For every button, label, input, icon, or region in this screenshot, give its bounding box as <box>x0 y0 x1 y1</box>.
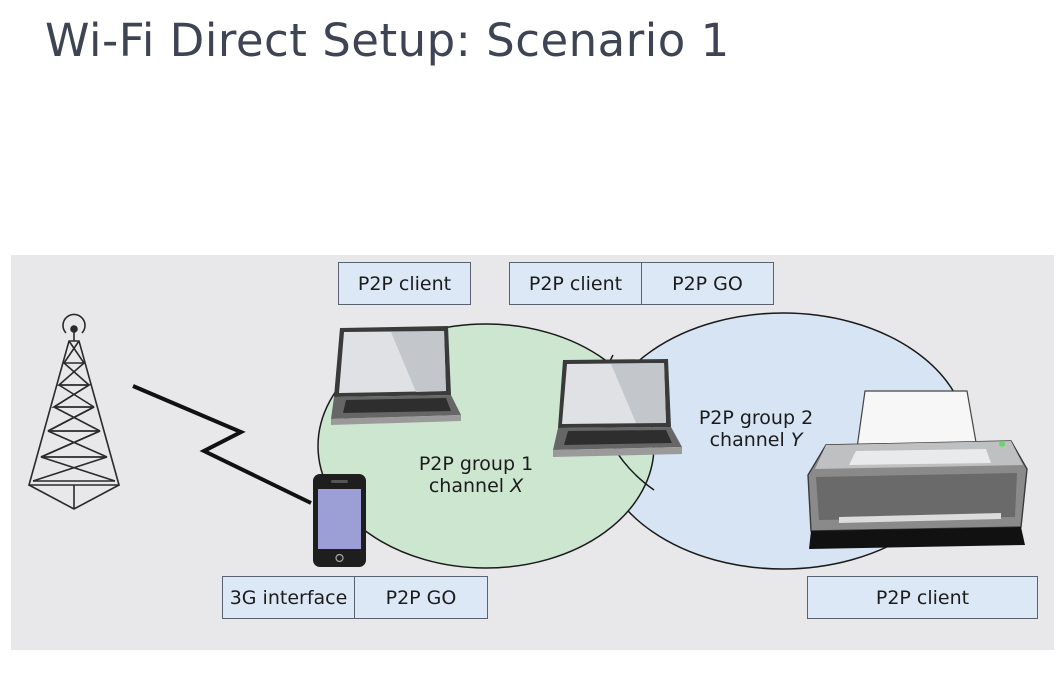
printer-icon <box>807 390 1028 549</box>
cell-tower-icon <box>27 313 121 510</box>
lightning-link-icon <box>132 384 312 505</box>
laptop1-role-labels: P2P client <box>338 262 471 305</box>
slide-title: Wi-Fi Direct Setup: Scenario 1 <box>45 14 730 67</box>
laptop2-p2p-client-label: P2P client <box>509 262 642 305</box>
laptop2-role-labels: P2P client P2P GO <box>509 262 774 305</box>
group2-name: P2P group 2 <box>698 407 814 429</box>
laptop-icon-2 <box>553 359 682 457</box>
phone-3g-interface-label: 3G interface <box>222 576 355 619</box>
group1-channel: channel X <box>428 475 524 497</box>
group1-name: P2P group 1 <box>418 453 534 475</box>
laptop-icon-1 <box>331 326 461 425</box>
phone-role-labels: 3G interface P2P GO <box>222 576 488 619</box>
laptop2-p2p-go-label: P2P GO <box>642 262 774 305</box>
group2-label: P2P group 2 channel Y <box>681 407 831 451</box>
group1-label: P2P group 1 channel X <box>401 453 551 497</box>
diagram-panel: P2P group 1 channel X P2P group 2 channe… <box>11 255 1054 650</box>
printer-p2p-client-label: P2P client <box>807 576 1038 619</box>
diagram-artwork <box>27 312 1028 570</box>
group2-channel: channel Y <box>709 429 803 451</box>
laptop1-p2p-client-label: P2P client <box>338 262 471 305</box>
phone-p2p-go-label: P2P GO <box>355 576 488 619</box>
printer-role-labels: P2P client <box>807 576 1038 619</box>
smartphone-icon <box>313 474 366 567</box>
